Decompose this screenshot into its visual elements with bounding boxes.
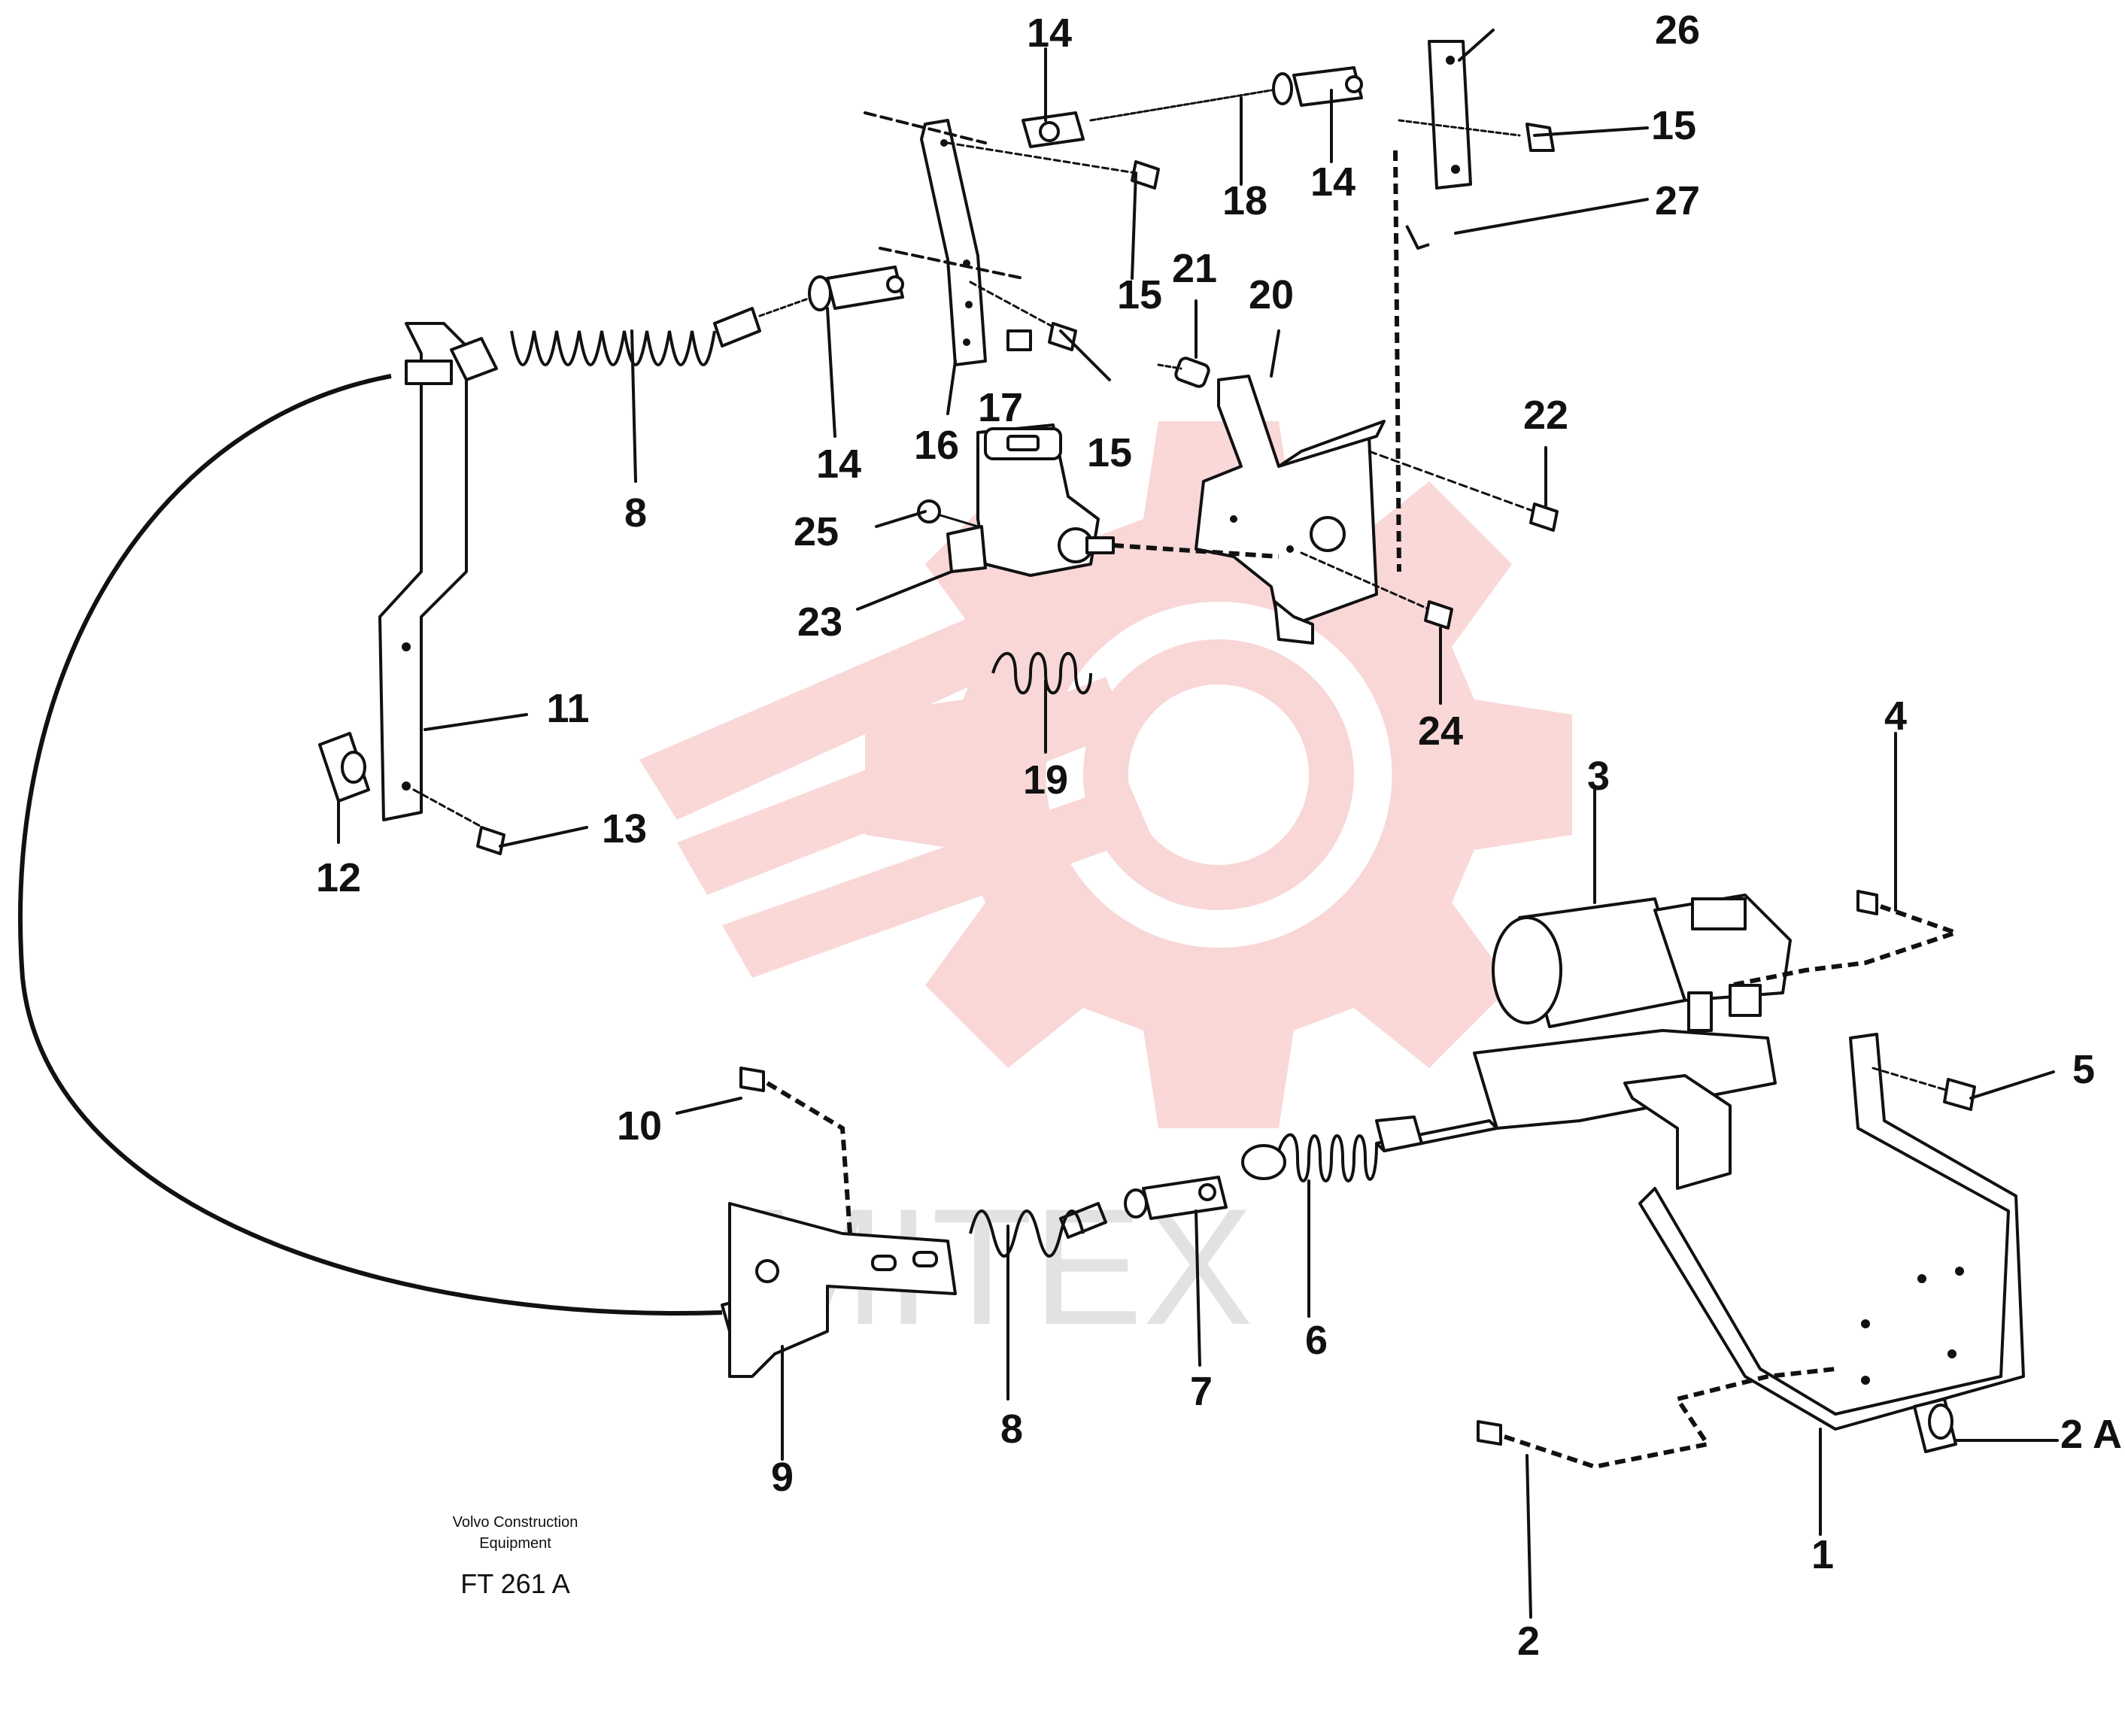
callout-24: 24 — [1418, 709, 1463, 754]
figure-caption: Volvo Construction Equipment FT 261 A — [453, 1514, 578, 1599]
spacer-12 — [318, 732, 370, 803]
callout-2: 2 — [1517, 1619, 1540, 1664]
callout-15-upper: 15 — [1117, 272, 1162, 317]
bolt-15-misc — [946, 141, 1160, 351]
leader-lines — [337, 29, 2059, 1619]
callout-15-mid: 15 — [1087, 430, 1132, 475]
callout-8-upper: 8 — [624, 490, 647, 536]
callout-27: 27 — [1655, 178, 1700, 223]
watermark-wrench — [639, 572, 1151, 978]
bolt-13 — [412, 788, 505, 855]
callout-14-mid: 14 — [1310, 159, 1355, 205]
callout-1: 1 — [1811, 1532, 1834, 1577]
callout-17: 17 — [978, 385, 1023, 430]
spring-19 — [991, 651, 1092, 695]
nut-5 — [1872, 1067, 1976, 1111]
callout-3: 3 — [1587, 754, 1610, 799]
callout-22: 22 — [1523, 393, 1568, 438]
watermark-logo — [639, 421, 1572, 1128]
bolt-24 — [1300, 551, 1453, 630]
callout-14-top: 14 — [1027, 11, 1072, 56]
figure-code: FT 261 A — [460, 1568, 569, 1599]
callout-4: 4 — [1884, 693, 1907, 739]
lever-16 — [864, 111, 1025, 366]
callout-11: 11 — [546, 686, 589, 731]
solenoid-23 — [946, 423, 1280, 577]
motor-3 — [1492, 894, 1792, 1032]
callout-15-right: 15 — [1651, 103, 1696, 148]
clevis-7 — [1124, 1176, 1228, 1220]
dashed-link-plate — [1393, 150, 1401, 572]
callout-10: 10 — [617, 1103, 662, 1149]
spacer-21 — [1157, 357, 1210, 388]
callout-14-left: 14 — [816, 442, 861, 487]
callout-8-lower: 8 — [1000, 1407, 1023, 1452]
callout-18: 18 — [1222, 178, 1267, 223]
plate-26 — [1398, 40, 1555, 250]
nut-25 — [917, 499, 979, 528]
callout-21: 21 — [1172, 246, 1217, 291]
bolt-4 — [1729, 890, 1963, 988]
spring-6 — [1241, 1133, 1378, 1182]
callout-23: 23 — [797, 599, 842, 645]
actuator-1 — [1375, 1029, 1777, 1190]
caption-line-2: Equipment — [479, 1535, 551, 1552]
callout-20: 20 — [1249, 272, 1294, 317]
callout-9: 9 — [771, 1455, 794, 1500]
bracket-1 — [1638, 1033, 2025, 1431]
callout-19: 19 — [1023, 757, 1068, 803]
caption-line-1: Volvo Construction — [453, 1514, 578, 1531]
callout-12: 12 — [316, 855, 361, 900]
callout-6: 6 — [1305, 1318, 1328, 1363]
callout-26: 26 — [1655, 8, 1700, 53]
callout-5: 5 — [2072, 1047, 2095, 1092]
bracket-9 — [728, 1202, 957, 1378]
bracket-20 — [1195, 375, 1386, 645]
callout-25: 25 — [794, 509, 839, 554]
callouts: 14 14 14 26 15 27 18 15 21 20 17 16 15 2… — [316, 8, 2122, 1664]
callout-2a: 2 A — [2060, 1412, 2122, 1457]
bolt-2 — [1477, 1367, 1836, 1470]
bolt-10 — [739, 1067, 852, 1234]
spacer-2a — [1913, 1398, 1957, 1453]
watermark-gear — [865, 421, 1572, 1128]
bracket-11 — [378, 322, 468, 821]
rod-18-assembly — [1022, 66, 1363, 148]
cable-end-8-upper — [405, 266, 904, 385]
control-cable — [18, 374, 723, 1316]
bolt-22 — [1368, 450, 1559, 532]
callout-16: 16 — [914, 423, 959, 468]
callout-13: 13 — [602, 806, 647, 851]
callout-7: 7 — [1190, 1369, 1213, 1414]
